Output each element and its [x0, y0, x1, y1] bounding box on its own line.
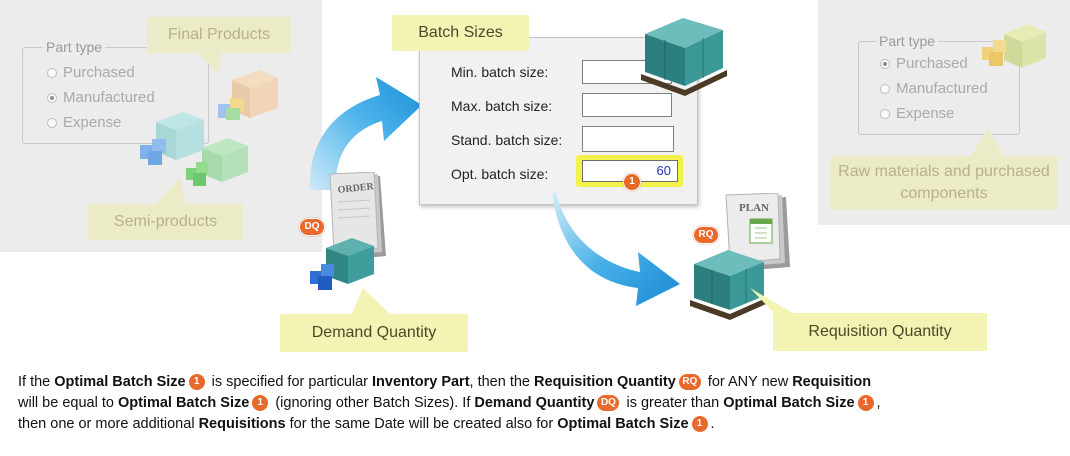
opt-batch-size-badge: 1 — [623, 173, 641, 191]
semi-product-cubes-icon-2 — [186, 162, 208, 186]
left-part-type-group — [22, 47, 209, 144]
rq-badge-inline: RQ — [678, 374, 701, 391]
semi-products-callout: Semi-products — [88, 204, 243, 240]
min-batch-size-label: Min. batch size: — [451, 64, 549, 80]
right-radio-expense[interactable]: Expense — [880, 105, 954, 122]
right-radio-manufactured[interactable]: Manufactured — [880, 80, 988, 97]
left-radio-expense[interactable]: Expense — [47, 114, 121, 131]
final-products-callout: Final Products — [147, 17, 291, 53]
demand-quantity-callout: Demand Quantity — [280, 314, 468, 352]
raw-materials-callout-pointer — [970, 128, 1004, 157]
dq-badge: DQ — [299, 218, 325, 236]
right-part-type-group — [858, 41, 1020, 135]
max-batch-size-input[interactable] — [582, 93, 672, 117]
batch-sizes-title-callout: Batch Sizes — [392, 15, 529, 51]
batch-to-plan-arrow — [552, 192, 680, 306]
plan-document-label: PLAN — [739, 202, 769, 214]
opt-badge-inline-1: 1 — [188, 374, 205, 391]
order-cubes-icon — [310, 264, 334, 290]
stand-batch-size-input[interactable] — [582, 126, 674, 152]
raw-materials-callout: Raw materials and purchased components — [830, 156, 1058, 210]
raw-material-box-icon — [1004, 24, 1046, 68]
requisition-quantity-callout-pointer — [750, 288, 796, 315]
raw-material-cubes-icon — [982, 40, 1006, 66]
left-radio-purchased[interactable]: Purchased — [47, 64, 135, 81]
rq-badge: RQ — [693, 226, 719, 244]
opt-badge-inline-2: 1 — [252, 395, 269, 412]
opt-badge-inline-4: 1 — [691, 416, 708, 433]
requisition-quantity-callout: Requisition Quantity — [773, 313, 987, 351]
final-products-callout-pointer — [197, 52, 221, 74]
order-to-batch-arrow — [309, 77, 422, 190]
left-radio-manufactured[interactable]: Manufactured — [47, 89, 155, 106]
blue-yellow-cubes-icon — [218, 98, 244, 120]
plan-document-icon: PLAN — [725, 193, 790, 271]
description-line-3: then one or more additional Requisitions… — [18, 416, 715, 433]
order-document-label: ORDER — [337, 181, 375, 196]
right-part-type-legend: Part type — [876, 33, 939, 49]
opt-badge-inline-3: 1 — [857, 395, 874, 412]
demand-quantity-callout-pointer — [351, 288, 391, 315]
pallet-boxes-icon-top — [641, 18, 727, 96]
dq-badge-inline: DQ — [597, 395, 620, 412]
right-radio-purchased[interactable]: Purchased — [880, 55, 968, 72]
semi-product-cubes-icon-1 — [140, 139, 166, 165]
max-batch-size-label: Max. batch size: — [451, 98, 553, 114]
opt-batch-size-label: Opt. batch size: — [451, 166, 549, 182]
stand-batch-size-label: Stand. batch size: — [451, 132, 563, 148]
pallet-boxes-icon-bottom — [690, 250, 766, 320]
left-part-type-legend: Part type — [43, 39, 106, 55]
semi-products-callout-pointer — [154, 178, 186, 205]
